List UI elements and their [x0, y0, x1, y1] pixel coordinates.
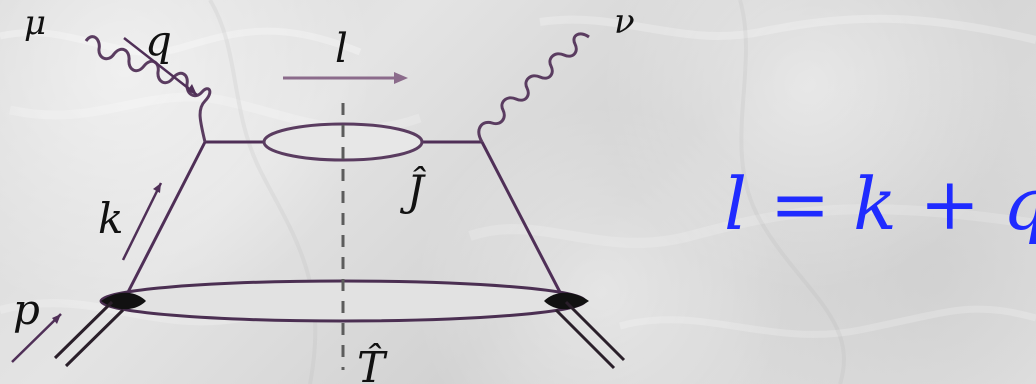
incoming-proton-line-1 — [53, 300, 114, 360]
k-arrow-head — [153, 183, 161, 193]
upper-blob — [262, 122, 424, 162]
outgoing-proton-line-1 — [564, 300, 626, 362]
q-label: q — [145, 16, 172, 65]
q-arrow-line — [123, 37, 198, 96]
incoming-proton-line-2 — [64, 308, 125, 368]
right-photon-line — [477, 32, 590, 143]
outgoing-proton-line-2 — [554, 308, 616, 370]
j-hat-label: Ĵ — [399, 165, 427, 215]
right-diagonal-line — [480, 141, 565, 299]
k-arrow-line — [121, 182, 163, 261]
k-label: k — [98, 194, 123, 243]
lower-blob-right-tip — [544, 292, 589, 310]
p-label: p — [13, 285, 40, 334]
p-arrow-line — [11, 313, 62, 363]
left-photon-line — [84, 35, 212, 143]
p-arrow-head — [52, 314, 61, 324]
nu-label: ν — [614, 2, 635, 42]
mu-label: μ — [24, 3, 46, 43]
q-arrow-head — [187, 84, 197, 95]
momentum-equation: l = k + q — [724, 162, 1036, 246]
lower-blob-left-tip — [101, 292, 146, 310]
l-label: l — [335, 26, 348, 72]
l-arrow-head — [394, 72, 408, 84]
t-hat-label: T̂ — [357, 341, 388, 384]
left-diagonal-line — [122, 141, 207, 301]
